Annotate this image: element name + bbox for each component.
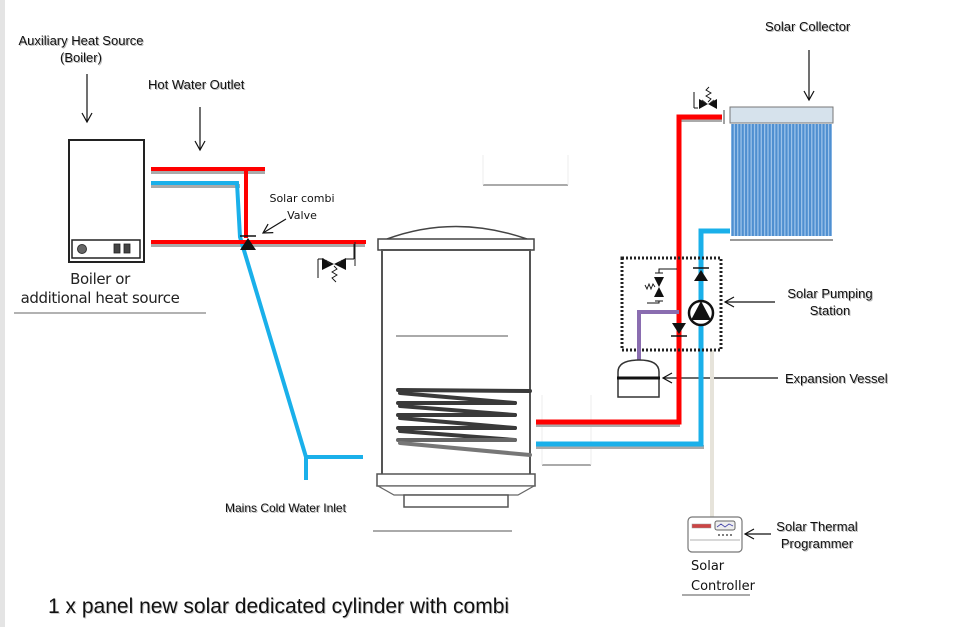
collector-tube	[788, 124, 791, 236]
ghost-box	[482, 155, 592, 466]
collector-tube	[731, 124, 734, 236]
collector-tube	[812, 124, 815, 236]
collector-tube	[798, 124, 802, 236]
hot-water-outlet-label: Hot Water Outlet	[148, 77, 245, 92]
boiler-caption-line2: additional heat source	[20, 289, 180, 307]
expansion-vessel	[617, 359, 660, 398]
collector-tube	[785, 124, 788, 236]
collector-tube	[765, 124, 768, 236]
solar-controller-label-line1: Solar	[691, 559, 725, 574]
solar-controller-label: Solar Controller	[691, 557, 755, 597]
aux-heat-source-subtitle: (Boiler)	[60, 50, 102, 65]
cylinder-coil	[396, 388, 532, 457]
collector-tube	[758, 124, 761, 236]
check-valve-icon	[671, 323, 687, 337]
cold-solar-return-pipe	[536, 228, 730, 447]
circulating-pump-icon	[687, 299, 715, 327]
pumping-station	[620, 256, 723, 360]
cylinder	[373, 225, 537, 532]
collector-tube	[775, 124, 778, 236]
collector-tube	[778, 124, 781, 236]
collector-tube	[738, 124, 741, 236]
page-left-border	[0, 0, 5, 627]
expansion-vessel-label: Expansion Vessel	[785, 371, 888, 386]
programmer-label: Solar Thermal Programmer	[773, 518, 861, 552]
collector-tube	[792, 124, 795, 236]
collector-tube	[795, 124, 798, 236]
collector-tubes	[731, 124, 832, 236]
boiler-caption: Boiler or additional heat source	[10, 270, 190, 308]
combi-valve-arrow	[261, 218, 287, 234]
boiler	[14, 139, 206, 314]
pumping-station-label: Solar Pumping Station	[776, 285, 884, 319]
pumping-station-label-line2: Station	[809, 303, 851, 318]
collector-tube	[825, 124, 828, 236]
collector-tube	[755, 124, 758, 236]
boiler-button-icon	[123, 243, 131, 254]
mains-cold-water-inlet-label: Mains Cold Water Inlet	[225, 501, 346, 515]
collector-air-vent-icon	[693, 86, 717, 109]
hot-solar-flow-pipe	[536, 114, 722, 425]
collector-tube	[761, 124, 764, 236]
collector-tube	[802, 124, 805, 236]
combi-valve-label: Solar combi Valve	[262, 190, 342, 224]
aux-heat-source-title: Auxiliary Heat Source	[18, 33, 144, 48]
collector-tube	[745, 124, 748, 236]
collector-tube	[822, 124, 825, 236]
collector-tube	[819, 124, 822, 236]
collector-tube-backing	[731, 124, 832, 236]
expansion-pipe	[637, 310, 679, 360]
collector-tube	[809, 124, 812, 236]
collector-header	[729, 106, 834, 124]
boiler-dial-icon	[77, 244, 87, 254]
collector-tube	[768, 124, 771, 236]
cold-pipe-boiler-feed	[151, 181, 308, 480]
diagram-caption: 1 x panel new solar dedicated cylinder w…	[48, 595, 510, 618]
collector-tube	[782, 124, 785, 236]
aux-heat-source-label: Auxiliary Heat Source (Boiler)	[2, 32, 160, 66]
boiler-caption-line1: Boiler or	[70, 270, 130, 288]
solar-primary-pipework	[536, 110, 730, 520]
collector-tube	[815, 124, 818, 236]
solar-controller-label-line2: Controller	[691, 579, 755, 594]
boiler-pipework	[151, 167, 366, 480]
pumping-station-label-line1: Solar Pumping	[787, 286, 873, 301]
pressure-relief-valve-icon	[317, 244, 355, 283]
collector-tube	[805, 124, 808, 236]
collector-tube	[741, 124, 744, 236]
safety-valve-icon	[644, 268, 677, 304]
collector-tube	[751, 124, 754, 236]
combi-valve-icon	[240, 235, 256, 250]
collector-tube	[829, 124, 832, 236]
solar-controller	[682, 516, 750, 596]
boiler-button-icon	[113, 243, 121, 254]
solar-collector	[729, 106, 834, 241]
collector-tube	[748, 124, 751, 236]
solar-collector-label: Solar Collector	[765, 19, 851, 34]
combi-valve-label-line2: Valve	[287, 209, 317, 222]
check-valve-icon	[693, 267, 709, 281]
collector-tube	[734, 124, 738, 236]
collector-tube	[772, 124, 775, 236]
combi-valve-label-line1: Solar combi	[269, 192, 335, 205]
programmer-label-line2: Programmer	[780, 536, 854, 551]
programmer-label-line1: Solar Thermal	[776, 519, 858, 534]
